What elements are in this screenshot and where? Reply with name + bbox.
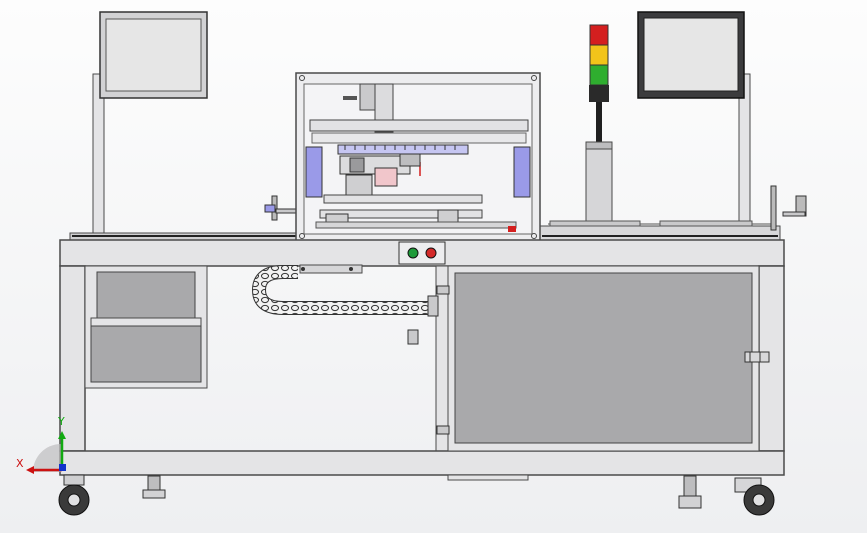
drawer-upper[interactable]: [96, 271, 196, 319]
control-box[interactable]: [398, 241, 446, 265]
cabinet-door-panel[interactable]: [454, 272, 753, 444]
x-gantry-beam: [309, 119, 529, 132]
drawer-unit[interactable]: [84, 265, 208, 389]
door-hinge-top: [436, 285, 450, 295]
y-axis-label: Y: [58, 415, 65, 428]
bottom-plate: [447, 474, 529, 481]
coordinate-triad: [26, 431, 66, 474]
door-hinge-bottom: [436, 425, 450, 435]
leveling-foot-left: [142, 475, 166, 499]
left-blue-bracket: [305, 146, 323, 198]
gantry-enclosure[interactable]: [295, 72, 541, 242]
left-side-clamp: [264, 195, 299, 221]
z-axis-marker: [59, 464, 66, 471]
right-monitor-screen: [643, 17, 739, 92]
caster-right: [734, 477, 775, 516]
right-blue-bracket: [513, 146, 531, 198]
signal-tower-base: [589, 85, 609, 102]
left-leg: [59, 265, 86, 452]
signal-tower-lamp-yellow: [589, 44, 609, 66]
right-conveyor: [539, 220, 781, 242]
bottom-beam: [59, 450, 785, 476]
left-monitor[interactable]: [92, 11, 208, 241]
signal-tower-column: [585, 141, 613, 223]
caster-left: [58, 474, 90, 516]
start-button[interactable]: [407, 247, 419, 259]
scale-bar: [337, 144, 469, 155]
right-monitor[interactable]: [637, 11, 751, 241]
drawer-lower[interactable]: [90, 325, 202, 383]
signal-tower-lamp-green: [589, 64, 609, 86]
right-monitor-post: [738, 73, 751, 241]
right-side-clamp: [770, 185, 807, 231]
y-axis-rail: [323, 194, 483, 204]
cabinet[interactable]: [436, 265, 770, 452]
leveling-foot-right: [678, 475, 702, 509]
drawer-divider: [90, 317, 202, 327]
signal-tower-cap: [585, 141, 613, 150]
left-monitor-post: [92, 73, 105, 241]
left-monitor-screen: [105, 18, 202, 92]
signal-tower-pole: [596, 102, 602, 142]
signal-tower[interactable]: [585, 24, 613, 223]
signal-tower-lamp-red: [589, 24, 609, 46]
cable-drag-chain: [251, 264, 439, 345]
x-axis-label: X: [16, 457, 24, 470]
door-latch[interactable]: [744, 351, 770, 363]
stop-button[interactable]: [425, 247, 437, 259]
